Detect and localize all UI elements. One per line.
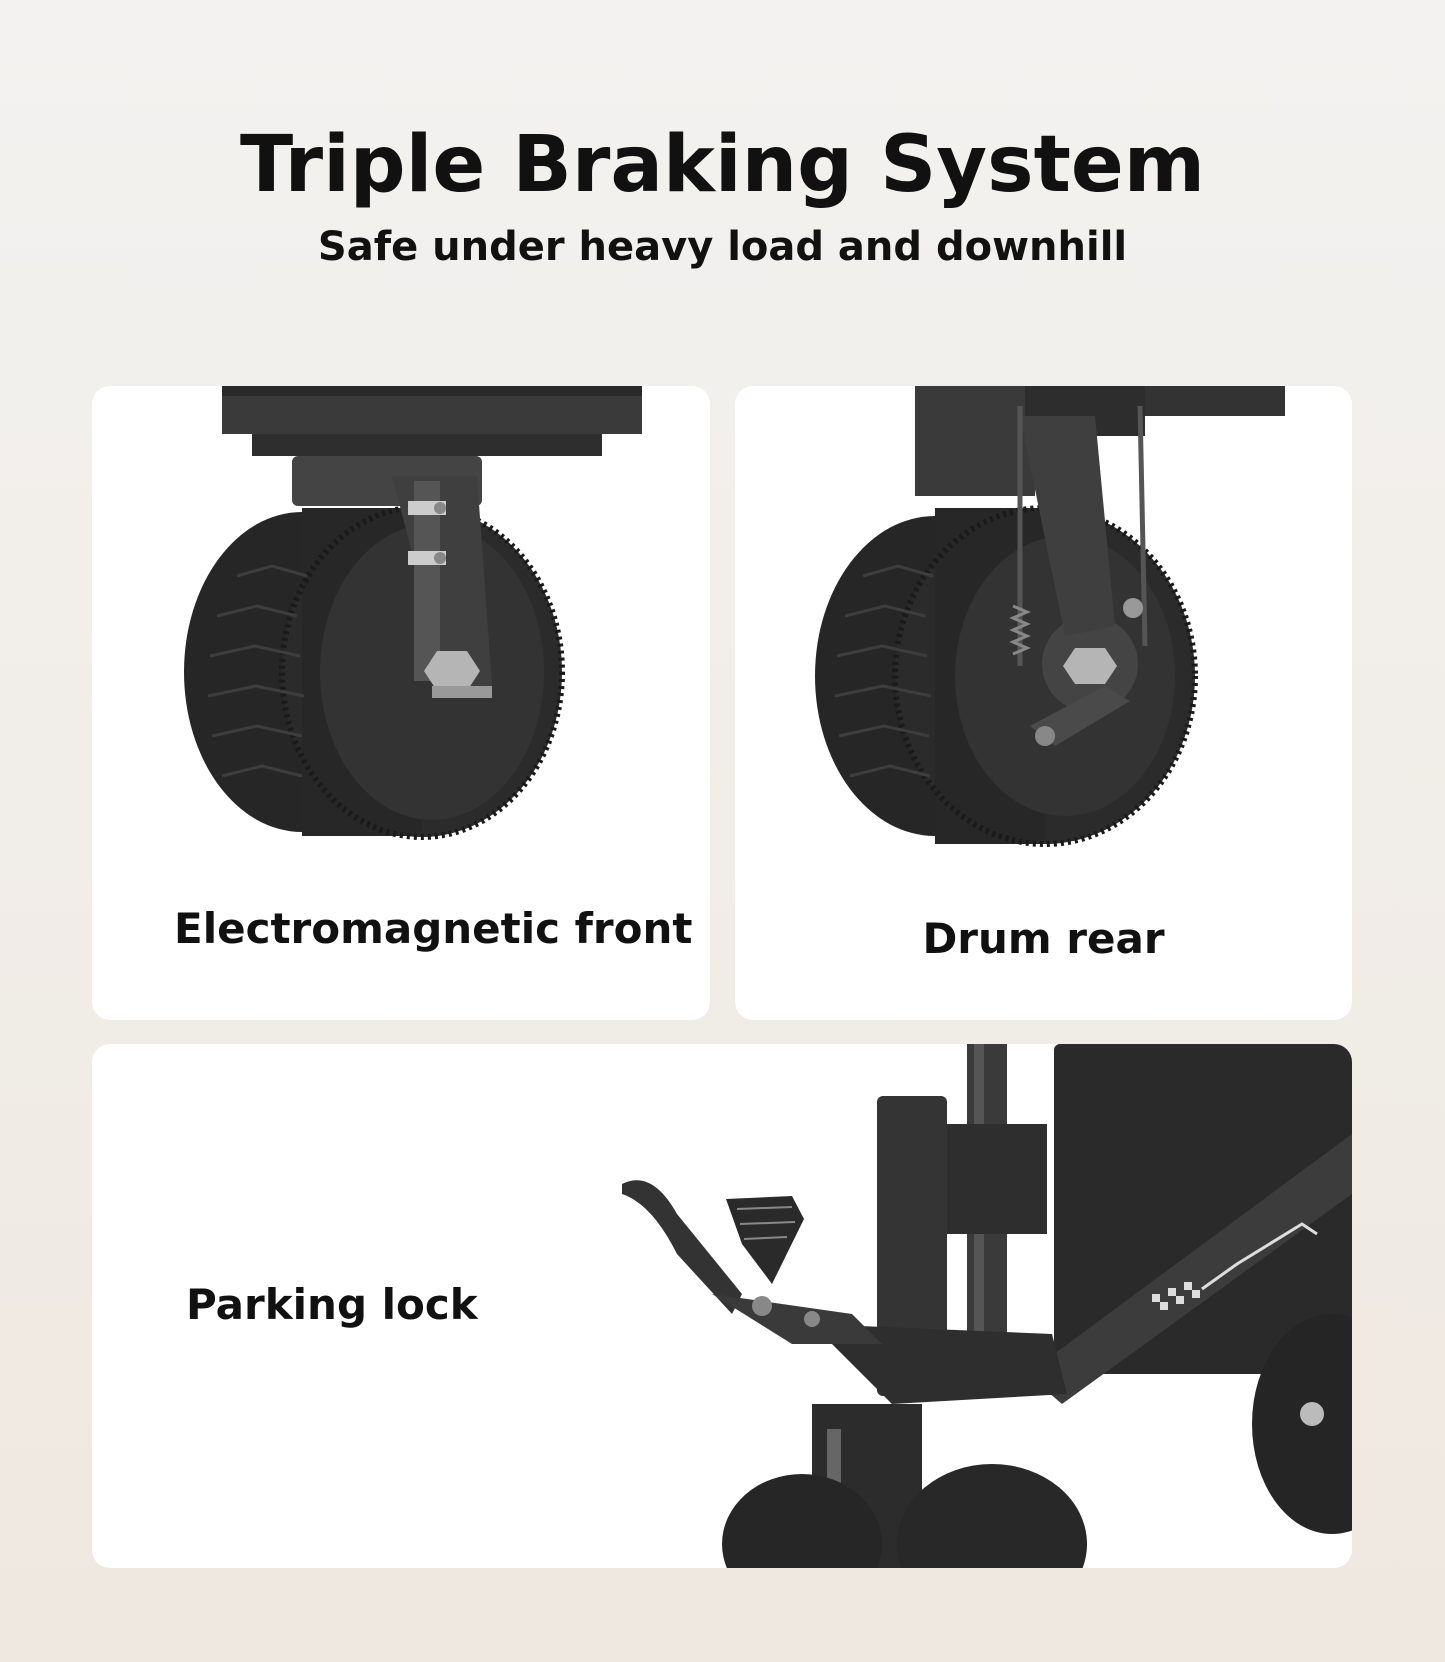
rear-wheel-image xyxy=(815,386,1285,847)
parking-lock-image xyxy=(622,1044,1352,1568)
page-subtitle: Safe under heavy load and downhill xyxy=(317,224,1128,270)
header: Triple Braking System Safe under heavy l… xyxy=(0,120,1445,270)
card-parking-lock: Parking lock xyxy=(92,1044,1352,1568)
front-wheel-image xyxy=(184,386,642,840)
card-drum-rear: Drum rear xyxy=(735,386,1352,1020)
card-electromagnetic-front: Electromagnetic front xyxy=(92,386,710,1020)
page-title: Triple Braking System xyxy=(239,120,1206,210)
label-drum-rear: Drum rear xyxy=(922,914,1165,963)
label-parking-lock: Parking lock xyxy=(186,1280,478,1329)
label-electromagnetic-front: Electromagnetic front xyxy=(174,904,693,953)
